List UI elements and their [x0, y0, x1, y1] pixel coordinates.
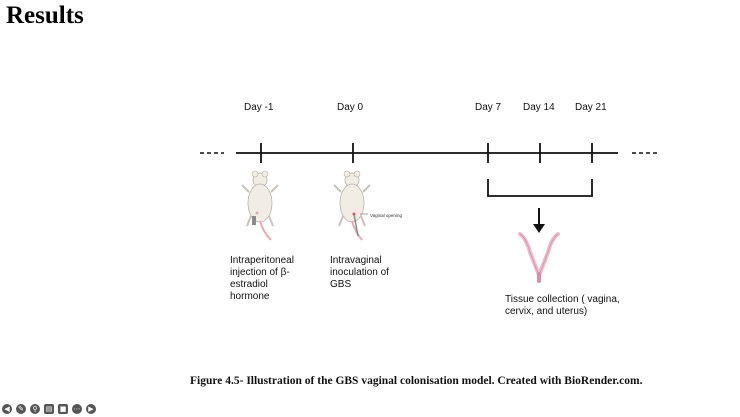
back-icon[interactable]: ◀: [2, 404, 12, 414]
uterus-icon: [518, 232, 560, 283]
arrow-head: [533, 224, 545, 233]
cc-icon[interactable]: ▤: [44, 404, 54, 414]
day-label-21: Day 21: [575, 102, 607, 113]
collection-bracket: [487, 179, 593, 197]
collection-step-text: Tissue collection ( vagina, cervix, and …: [505, 294, 620, 317]
day-label-minus1: Day -1: [244, 102, 274, 113]
slide-toolbar: ◀ ✎ ⚲ ▤ ■ ⋯ ▶: [2, 403, 96, 415]
pen-icon[interactable]: ✎: [16, 404, 26, 414]
day-label-0: Day 0: [337, 102, 364, 113]
injection-step-text: Intraperitoneal injection of β-estradiol…: [230, 255, 294, 302]
inoculation-step-text: Intravaginal inoculation of GBS: [330, 255, 389, 290]
page-title: Results: [6, 2, 84, 29]
day-label-7: Day 7: [475, 102, 502, 113]
forward-icon[interactable]: ▶: [86, 404, 96, 414]
figure-caption: Figure 4.5- Illustration of the GBS vagi…: [190, 375, 643, 387]
more-icon[interactable]: ⋯: [72, 404, 82, 414]
vaginal-opening-note: Vaginal opening: [370, 213, 402, 218]
zoom-icon[interactable]: ⚲: [30, 404, 40, 414]
mouse-icon-injection: [241, 170, 279, 241]
mouse-icon-inoculation: [333, 170, 371, 241]
camera-icon[interactable]: ■: [58, 404, 68, 414]
day-label-14: Day 14: [523, 102, 555, 113]
